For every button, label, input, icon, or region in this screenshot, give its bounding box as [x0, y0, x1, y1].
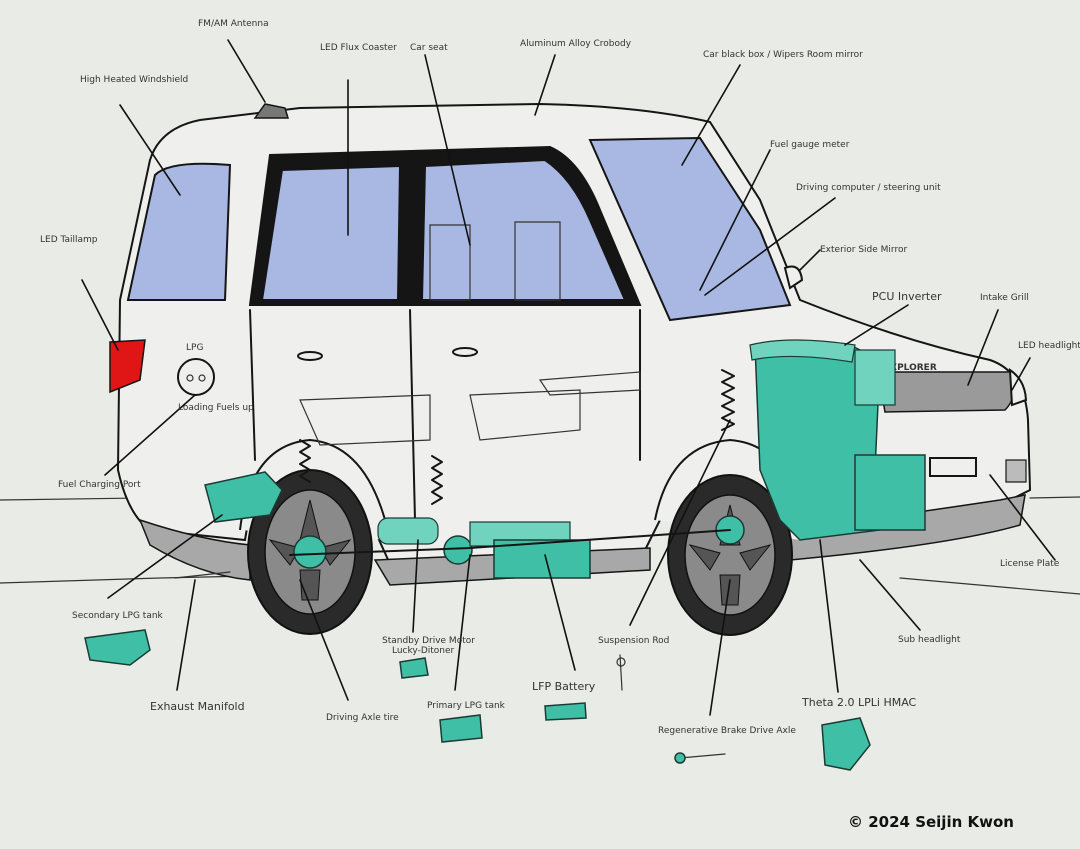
front-end: EXPLORER: [877, 363, 1028, 483]
label-theta-engine: Theta 2.0 LPLi HMAC: [801, 696, 917, 709]
secondary-lpg-tank-shape: [204, 471, 283, 523]
label-led-taillamp: LED Taillamp: [40, 235, 98, 245]
label-suspension-rod: Suspension Rod: [598, 636, 669, 646]
side-window-rear: [260, 164, 402, 301]
license-plate-shape: [929, 457, 977, 477]
label-car-black-box: Car black box / Wipers Room mirror: [703, 50, 863, 60]
label-exterior-side-mirror: Exterior Side Mirror: [820, 245, 907, 255]
label-regenerative-brake: Regenerative Brake Drive Axle: [658, 726, 796, 736]
standby-motor-shape: [377, 517, 439, 545]
pcu-inverter-shape: [749, 339, 856, 363]
label-license-plate: License Plate: [1000, 559, 1060, 569]
suspension: [299, 369, 735, 505]
label-lfp-battery: LFP Battery: [532, 680, 596, 693]
ground-lines: [0, 496, 1080, 595]
label-driving-axle: Driving Axle tire: [326, 713, 399, 723]
taillamp-shape: [109, 339, 146, 394]
label-lpg: LPG: [186, 343, 203, 353]
exploded-parts: [84, 629, 871, 771]
label-led-flux-coaster: LED Flux Coaster: [320, 43, 397, 53]
label-exhaust-manifold: Exhaust Manifold: [150, 700, 245, 713]
sub-engine-block: [854, 454, 926, 531]
label-fuel-charging-port: Fuel Charging Port: [58, 480, 141, 490]
label-high-heated-windshield: High Heated Windshield: [80, 75, 188, 85]
label-car-seat: Car seat: [410, 43, 448, 53]
label-aluminum-body: Aluminum Alloy Crobody: [520, 39, 632, 49]
label-driving-computer: Driving computer / steering unit: [796, 183, 941, 193]
labels: FM/AM Antenna LED Flux Coaster Car seat …: [40, 19, 1080, 736]
leader-lines: [81, 39, 1056, 716]
rear-windshield: [126, 162, 232, 301]
label-pcu-inverter: PCU Inverter: [872, 290, 942, 303]
seats: [299, 221, 641, 446]
components: [174, 339, 926, 579]
front-windshield: [588, 136, 792, 322]
grill-lettering: EXPLORER: [884, 363, 937, 373]
label-fuel-gauge-meter: Fuel gauge meter: [770, 140, 850, 150]
label-fm-am-antenna: FM/AM Antenna: [198, 19, 269, 29]
label-standby-drive-motor-sub: Lucky-Ditoner: [392, 646, 455, 656]
label-intake-grill: Intake Grill: [980, 293, 1029, 303]
lfp-battery-shape: [493, 539, 591, 579]
label-standby-drive-motor: Standby Drive Motor: [382, 636, 475, 646]
label-primary-lpg-tank: Primary LPG tank: [427, 701, 506, 711]
artist-signature: © 2024 Seijin Kwon: [848, 813, 1014, 831]
label-sub-headlight: Sub headlight: [898, 635, 961, 645]
side-window-front: [420, 158, 627, 301]
rear-wheel: [247, 469, 373, 635]
label-led-headlight: LED headlight: [1018, 341, 1080, 351]
label-lpg-sub: Loading Fuels up: [178, 403, 254, 413]
label-secondary-lpg-tank: Secondary LPG tank: [72, 611, 164, 621]
